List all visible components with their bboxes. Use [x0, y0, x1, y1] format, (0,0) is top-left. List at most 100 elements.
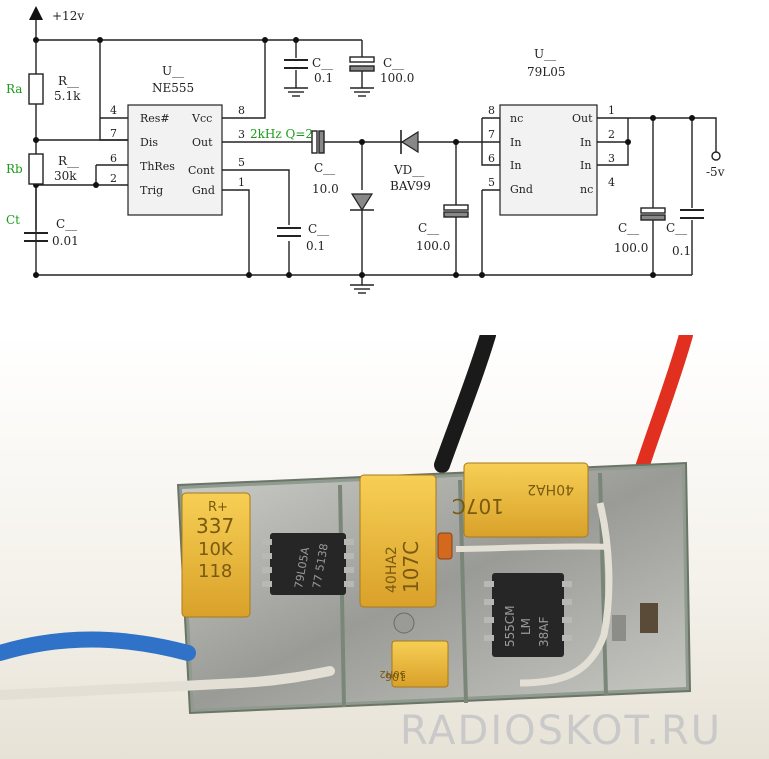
regulator-smd-chip: 79L05A 77 5138: [262, 533, 354, 595]
c-couple-value: 10.0: [312, 182, 339, 196]
ra-tag: Ra: [6, 82, 22, 96]
pin-number: 1: [238, 176, 245, 189]
capacitor-ct: [24, 232, 48, 242]
pin-number: 5: [238, 156, 245, 169]
diode-upper: [400, 130, 419, 154]
c-in-ref: C__: [418, 221, 439, 235]
pin-label: In: [510, 136, 521, 149]
diode-part: BAV99: [390, 179, 431, 193]
pin-label: Dis: [140, 136, 158, 149]
ne555-part: NE555: [152, 81, 194, 95]
pin-label: Cont: [188, 164, 215, 177]
board-photo: R+ 337 10K 118 79L05A 77 5138 107C 40HA2…: [0, 335, 769, 759]
white-jumper-wire: [519, 502, 613, 687]
c-out2-value: 0.1: [672, 244, 691, 258]
pin-number: 8: [488, 104, 495, 117]
smd-resistor: [612, 615, 626, 641]
svg-text:555CM: 555CM: [503, 605, 517, 647]
c-cont-value: 0.1: [306, 239, 325, 253]
diode-ref: VD__: [393, 163, 424, 177]
pin-label: Out: [572, 112, 593, 125]
c-top1-ref: C__: [312, 56, 333, 70]
pin-label: Gnd: [510, 183, 533, 196]
diode-lower: [350, 193, 374, 212]
svg-text:40HA2: 40HA2: [527, 481, 574, 497]
svg-text:R+: R+: [208, 500, 228, 515]
pin-number: 8: [238, 104, 245, 117]
svg-text:40HA2: 40HA2: [384, 546, 400, 593]
pin-number: 3: [608, 152, 615, 165]
regulator-part: 79L05: [527, 65, 566, 79]
ne555-smd-chip: 38AF LM 555CM: [484, 573, 572, 657]
regulator-chip: [499, 104, 598, 216]
c-cont-ref: C__: [308, 222, 329, 236]
capacitor-top-1: [284, 59, 308, 69]
white-wire: [0, 666, 335, 700]
resistor-rb: [28, 153, 44, 185]
c-out1-ref: C__: [618, 221, 639, 235]
output-label: -5v: [706, 165, 725, 179]
svg-text:LM: LM: [519, 618, 533, 635]
output-terminal: [711, 151, 721, 161]
c-top1-value: 0.1: [314, 71, 333, 85]
tantalum-capacitor-right: 40HA2 107C: [452, 462, 589, 538]
pin-number: 7: [110, 127, 117, 140]
resistor-ra: [28, 73, 44, 105]
pin-number: 4: [110, 104, 117, 117]
pin-number: 6: [488, 152, 495, 165]
capacitor-cont: [277, 227, 301, 237]
pin-number: 2: [608, 128, 615, 141]
pin-number: 7: [488, 128, 495, 141]
pin-label: Out: [192, 136, 213, 149]
svg-text:337: 337: [196, 514, 234, 538]
pin-label: nc: [580, 183, 593, 196]
capacitor-top-2: [349, 56, 375, 72]
ra-ref: R__: [58, 74, 79, 88]
rb-ref: R__: [58, 154, 79, 168]
pin-label: ThRes: [140, 160, 175, 173]
svg-text:106: 106: [385, 670, 406, 683]
watermark: RADIOSKOT.RU: [400, 708, 723, 754]
svg-text:38AF: 38AF: [537, 617, 551, 647]
pin-label: Vcc: [191, 112, 212, 125]
tantalum-capacitor-left: R+ 337 10K 118: [181, 492, 251, 618]
pin-number: 5: [488, 176, 495, 189]
capacitor-output-1: [640, 207, 666, 221]
svg-text:107C: 107C: [399, 541, 423, 593]
schematic: +12v Ra R__ 5.1k Rb R__ 30k Ct C__ 0.01 …: [6, 6, 725, 294]
pin-label: In: [510, 159, 521, 172]
frequency-label: 2kHz Q=2: [250, 127, 313, 141]
capacitor-coupling: [311, 130, 325, 154]
c-couple-ref: C__: [314, 161, 335, 175]
regulator-ref: U__: [534, 47, 556, 61]
pin-label: In: [580, 159, 591, 172]
ct-value: 0.01: [52, 234, 79, 248]
pin-number: 3: [238, 128, 245, 141]
pin-number: 2: [110, 172, 117, 185]
pin-number: 1: [608, 104, 615, 117]
pin-label: Gnd: [192, 184, 215, 197]
black-wire: [434, 335, 496, 473]
smd-capacitor: [640, 603, 658, 633]
capacitor-input: [443, 204, 469, 218]
tantalum-capacitor-small: 106 50H2: [379, 640, 449, 688]
capacitor-output-2: [680, 209, 704, 219]
svg-text:107C: 107C: [452, 494, 504, 518]
ne555-chip: [127, 104, 223, 216]
c-top2-ref: C__: [383, 56, 404, 70]
blue-wire: [0, 631, 196, 661]
ct-ref: C__: [56, 217, 77, 231]
c-in-value: 100.0: [416, 239, 450, 253]
pin-label: nc: [510, 112, 523, 125]
ra-value: 5.1k: [54, 89, 81, 103]
rb-tag: Rb: [6, 162, 23, 176]
c-out2-ref: C__: [666, 221, 687, 235]
pin-label: In: [580, 136, 591, 149]
c-top2-value: 100.0: [380, 71, 414, 85]
ct-tag: Ct: [6, 213, 20, 227]
pin-label: Trig: [140, 184, 163, 197]
smd-diode: [437, 532, 453, 560]
svg-text:50H2: 50H2: [379, 668, 406, 679]
svg-text:10K: 10K: [198, 539, 234, 560]
pin-number: 4: [608, 176, 615, 189]
